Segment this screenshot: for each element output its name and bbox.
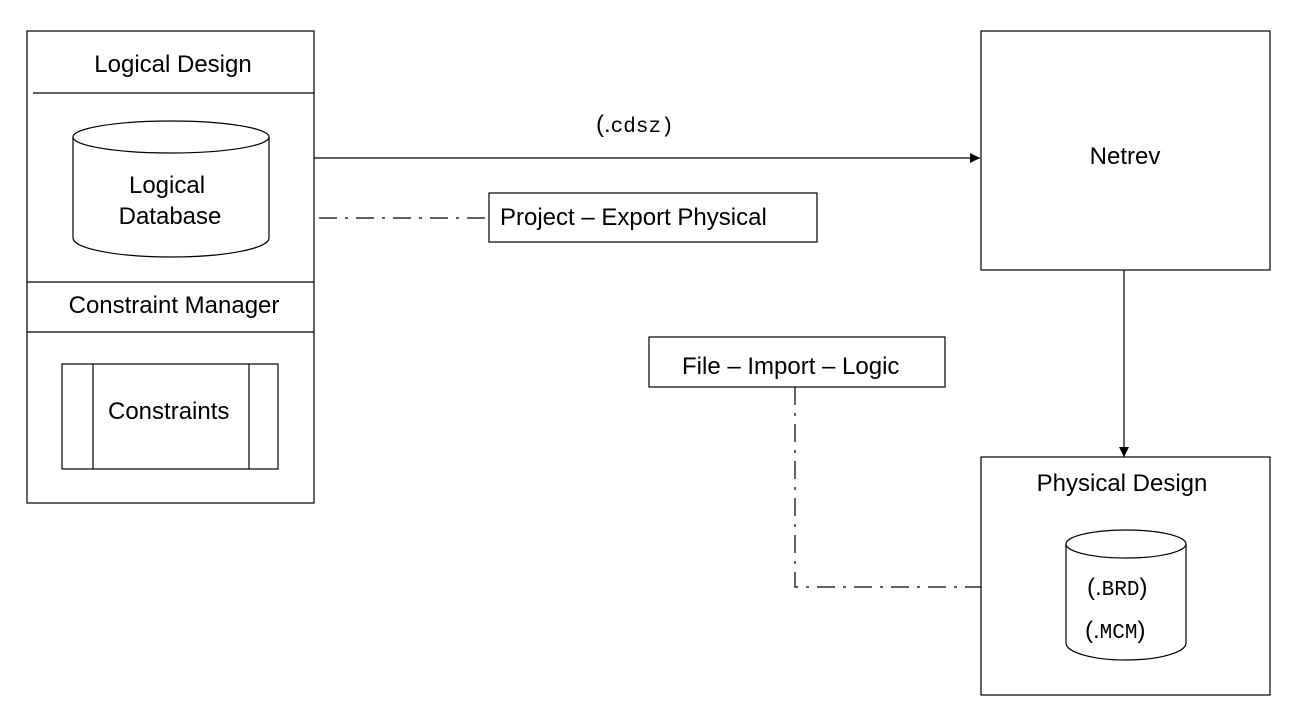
netrev-box <box>980 30 1271 271</box>
brd-label: (.BRD) <box>1087 574 1147 602</box>
netrev-label: Netrev <box>1090 143 1161 170</box>
physical-design-title: Physical Design <box>1037 470 1208 497</box>
import-command-label: File – Import – Logic <box>682 353 899 380</box>
logical-database-cylinder-icon <box>72 120 270 258</box>
cdsz-label: (.cdsz) <box>596 111 674 139</box>
logical-design-frame <box>26 30 315 504</box>
constraints-box <box>61 363 279 470</box>
constraint-manager-label: Constraint Manager <box>69 292 280 319</box>
export-command-box <box>488 192 818 243</box>
import-command-box <box>648 336 946 388</box>
export-command-label: Project – Export Physical <box>500 204 767 231</box>
physical-database-cylinder-icon <box>1065 529 1187 661</box>
constraints-label: Constraints <box>108 398 229 425</box>
logical-database-label-line1: Logical <box>129 172 205 199</box>
mcm-label: (.MCM) <box>1085 617 1145 645</box>
logical-design-title: Logical Design <box>94 51 251 78</box>
physical-design-frame <box>980 456 1271 696</box>
logical-database-label-line2: Database <box>119 203 222 230</box>
logical-design-block: Logical Design Logical Database Constrai… <box>26 30 315 504</box>
physical-design-block: Physical Design (.BRD) (.MCM) <box>980 456 1271 696</box>
import-dashdot-connector <box>794 387 981 588</box>
